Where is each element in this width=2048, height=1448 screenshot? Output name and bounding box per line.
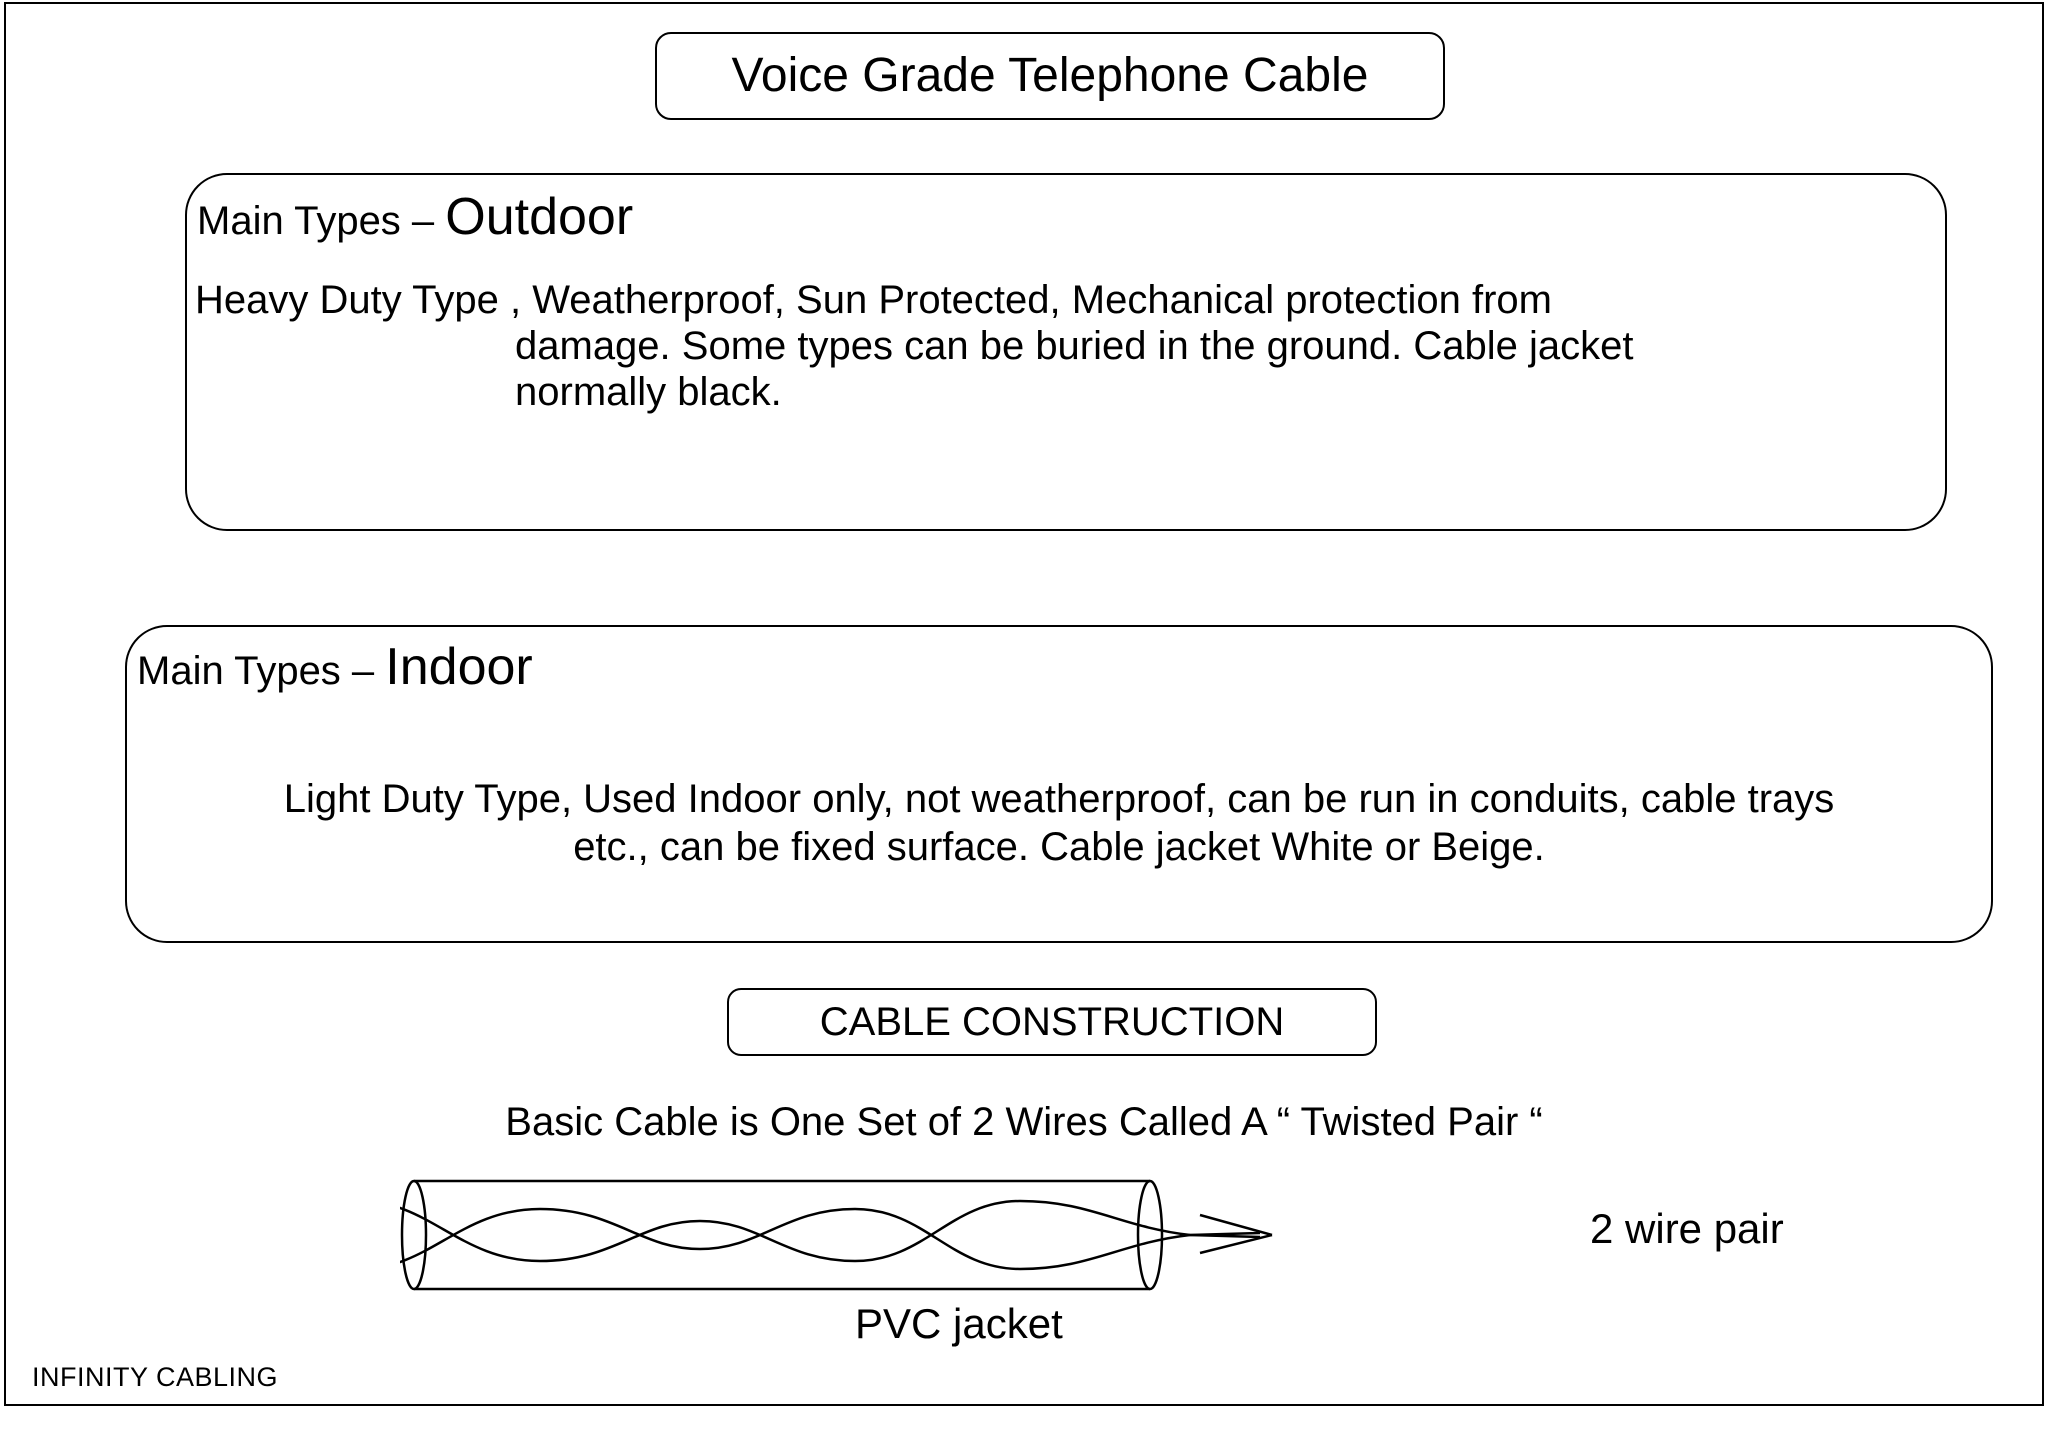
twisted-wire-b: [400, 1207, 1261, 1271]
indoor-body-line-1: Light Duty Type, Used Indoor only, not w…: [283, 777, 1835, 821]
wire-pair-label: 2 wire pair: [1590, 1205, 1784, 1252]
indoor-types-panel: Main Types – Indoor Light Duty Type, Use…: [125, 625, 1993, 943]
cable-right-end-ellipse: [1136, 1179, 1164, 1291]
wire-pair-arrow: [1199, 1213, 1273, 1255]
outdoor-heading-prefix: Main Types –: [197, 199, 446, 243]
footer-brand-text: INFINITY CABLING: [32, 1362, 279, 1392]
slide-title-box: Voice Grade Telephone Cable: [655, 32, 1445, 120]
page-border: [4, 2, 2044, 1406]
pvc-jacket-label: PVC jacket: [855, 1300, 1063, 1347]
indoor-body: Light Duty Type, Used Indoor only, not w…: [127, 775, 1991, 871]
indoor-heading-prefix: Main Types –: [137, 649, 386, 693]
cable-left-end-ellipse: [400, 1179, 428, 1291]
outdoor-body: Heavy Duty Type , Weatherproof, Sun Prot…: [195, 277, 1935, 415]
outdoor-body-line-1: Heavy Duty Type , Weatherproof, Sun Prot…: [195, 278, 1552, 322]
twisted-pair-caption: Basic Cable is One Set of 2 Wires Called…: [505, 1100, 1543, 1144]
pvc-jacket-tube: [414, 1179, 1150, 1291]
twisted-pair-cable-diagram: [400, 1175, 1520, 1295]
indoor-body-line-2: etc., can be fixed surface. Cable jacket…: [573, 825, 1545, 869]
cable-construction-heading-text: CABLE CONSTRUCTION: [819, 999, 1285, 1044]
indoor-heading: Main Types – Indoor: [137, 637, 533, 697]
slide-title-text: Voice Grade Telephone Cable: [731, 49, 1369, 102]
cable-construction-heading-box: CABLE CONSTRUCTION: [727, 988, 1377, 1056]
outdoor-body-line-3: normally black.: [515, 370, 782, 414]
outdoor-heading: Main Types – Outdoor: [197, 187, 633, 247]
outdoor-heading-emphasis: Outdoor: [445, 188, 634, 246]
outdoor-body-line-2: damage. Some types can be buried in the …: [515, 324, 1634, 368]
twisted-wire-a: [400, 1199, 1261, 1263]
indoor-heading-emphasis: Indoor: [385, 638, 533, 696]
outdoor-types-panel: Main Types – Outdoor Heavy Duty Type , W…: [185, 173, 1947, 531]
